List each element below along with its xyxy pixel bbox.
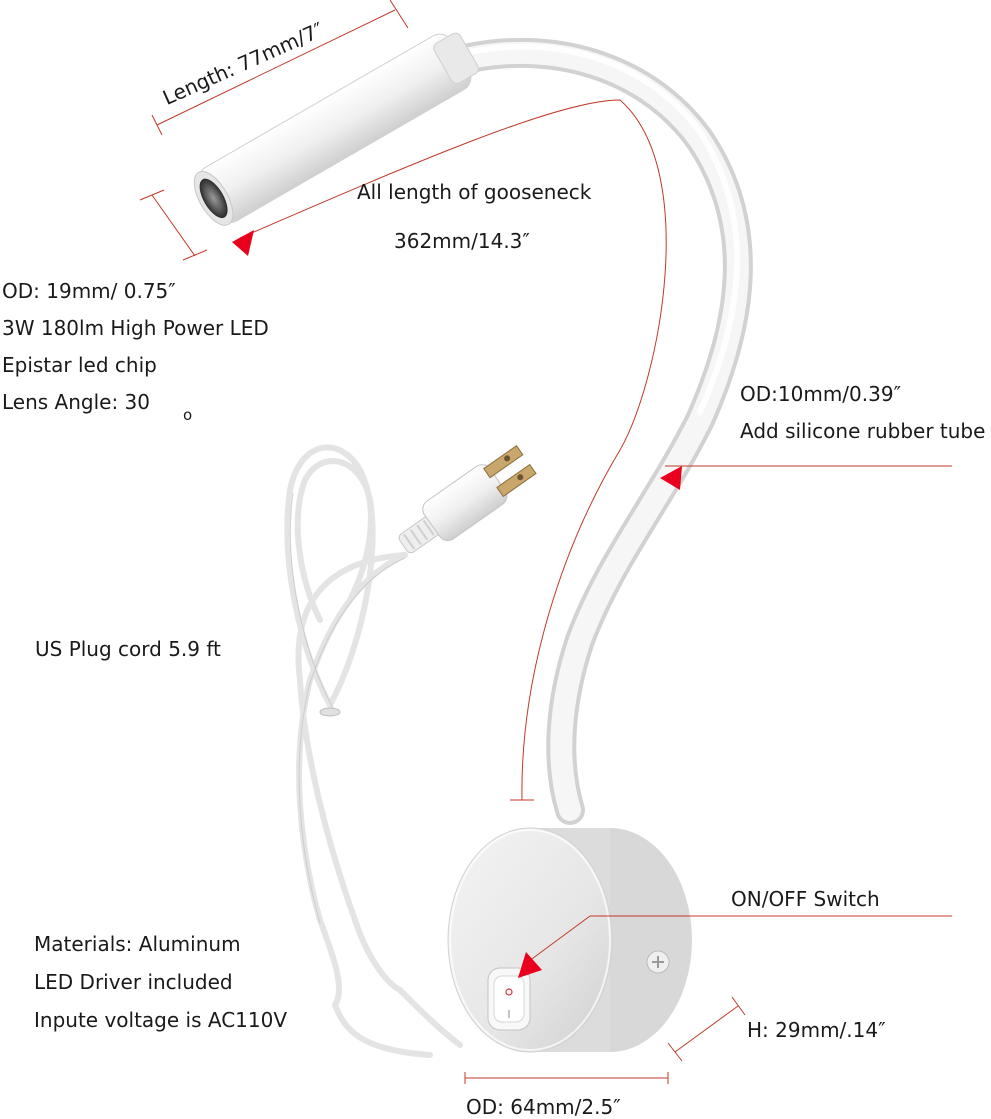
degree-label: o	[183, 406, 193, 424]
base-od-label: OD: 64mm/2.5″	[466, 1095, 621, 1119]
voltage-label: Inpute voltage is AC110V	[34, 1008, 288, 1032]
dimension-lines	[139, 0, 952, 1084]
switch-arrow-icon	[518, 952, 542, 978]
driver-label: LED Driver included	[34, 970, 233, 994]
power-cord	[284, 444, 463, 1058]
gooseneck-length-label: 362mm/14.3″	[394, 229, 530, 253]
chip-label: Epistar led chip	[2, 353, 157, 377]
plug-cord-label: US Plug cord 5.9 ft	[35, 637, 221, 661]
height-label: H: 29mm/.14″	[747, 1018, 886, 1042]
tube-od-label: OD:10mm/0.39″	[740, 382, 902, 406]
tube-arrow-icon	[660, 466, 682, 490]
gooseneck-arrow-icon	[232, 230, 254, 256]
tube-desc-label: Add silicone rubber tube	[740, 419, 986, 443]
lens-angle-label: Lens Angle: 30	[2, 390, 151, 414]
gooseneck-title-label: All length of gooseneck	[357, 180, 592, 204]
switch-label: ON/OFF Switch	[731, 887, 880, 911]
power-label: 3W 180lm High Power LED	[2, 316, 269, 340]
cord-tie	[319, 707, 341, 717]
us-plug	[398, 444, 537, 554]
arrow-heads	[232, 230, 682, 978]
materials-label: Materials: Aluminum	[34, 932, 241, 956]
lamp-head	[193, 32, 479, 226]
wall-base	[447, 827, 692, 1053]
head-od-label: OD: 19mm/ 0.75″	[2, 279, 176, 303]
